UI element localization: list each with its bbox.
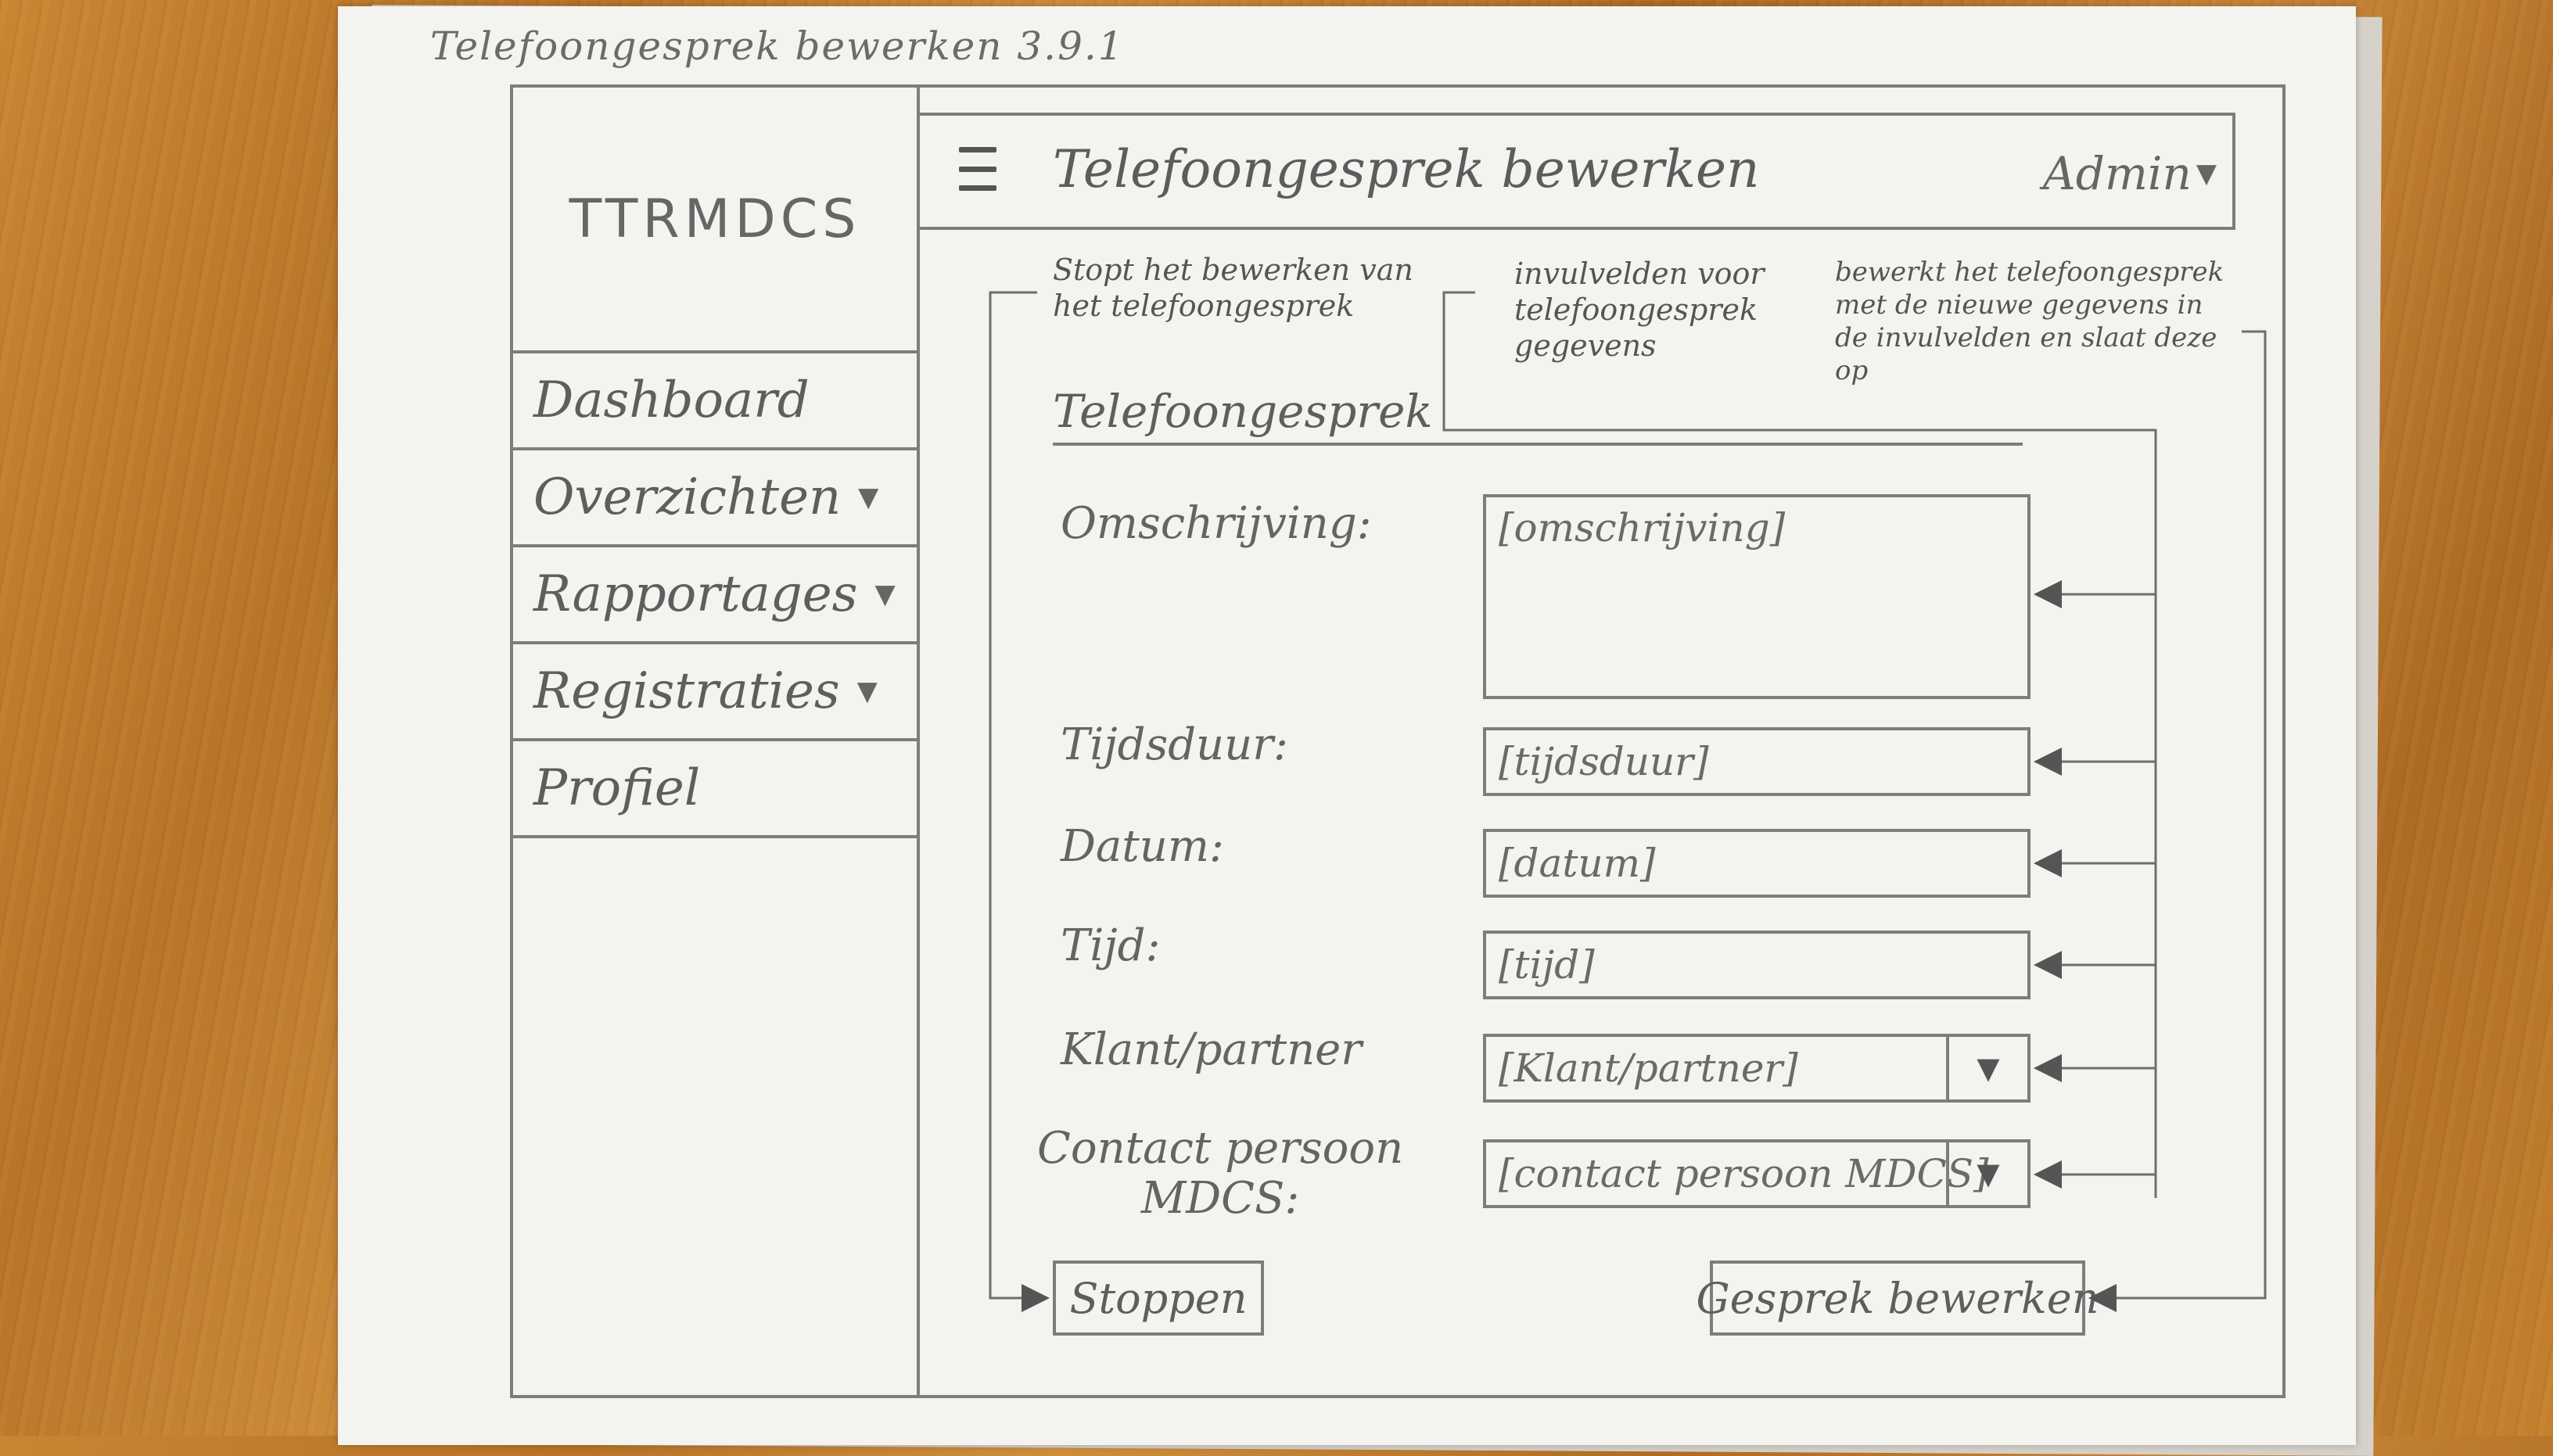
main-content: Telefoongesprek bewerken Admin ▼ Stopt h…: [920, 88, 2282, 1395]
stop-button[interactable]: Stoppen: [1053, 1261, 1264, 1336]
sidebar-item-label: Overzichten: [533, 468, 842, 526]
connector-stop: [989, 291, 1050, 1312]
select-value: [contact persoon MDCS]: [1499, 1151, 1989, 1196]
chevron-down-icon: ▼: [2196, 158, 2217, 189]
sidebar-item-registraties[interactable]: Registraties ▼: [513, 644, 917, 741]
field-label-line: Contact persoon: [1037, 1123, 1404, 1174]
app-logo: TTRMDCS: [513, 88, 917, 353]
top-bar: Telefoongesprek bewerken Admin ▼: [920, 113, 2235, 230]
field-label-line: MDCS:: [1140, 1173, 1300, 1224]
chevron-down-icon[interactable]: ▼: [1946, 1142, 2027, 1205]
annotation-stop: Stopt het bewerken van het telefoongespr…: [1053, 253, 1413, 323]
field-label-datum: Datum:: [1061, 821, 1224, 872]
sidebar-item-profiel[interactable]: Profiel: [513, 741, 917, 838]
tijd-field[interactable]: [tijd]: [1483, 931, 2031, 999]
connector-save: [2088, 330, 2267, 1312]
omschrijving-field[interactable]: [omschrijving]: [1483, 494, 2031, 699]
sketch-label: Telefoongesprek bewerken 3.9.1: [430, 23, 1125, 69]
annotation-fields: invulvelden voor telefoongesprek gegeven…: [1514, 256, 1765, 363]
sidebar-item-label: Dashboard: [533, 371, 810, 429]
field-label-tijd: Tijd:: [1061, 920, 1161, 971]
chevron-down-icon: ▼: [874, 579, 896, 610]
field-label-omschrijving: Omschrijving:: [1061, 498, 1372, 549]
sidebar: TTRMDCS Dashboard Overzichten ▼ Rapporta…: [513, 88, 920, 1395]
user-menu[interactable]: Admin ▼: [2043, 147, 2217, 200]
page-title: Telefoongesprek bewerken: [1053, 139, 1760, 199]
chevron-down-icon[interactable]: ▼: [1946, 1037, 2027, 1099]
user-name: Admin: [2042, 147, 2192, 200]
chevron-down-icon: ▼: [856, 676, 878, 707]
klant-partner-select[interactable]: [Klant/partner] ▼: [1483, 1034, 2031, 1103]
annotation-save: bewerkt het telefoongesprek met de nieuw…: [1835, 256, 2224, 386]
field-label-klant-partner: Klant/partner: [1061, 1024, 1363, 1075]
datum-field[interactable]: [datum]: [1483, 829, 2031, 898]
sidebar-item-label: Registraties: [533, 662, 840, 720]
chevron-down-icon: ▼: [858, 482, 879, 513]
hamburger-icon[interactable]: [959, 147, 996, 191]
sidebar-item-label: Rapportages: [533, 565, 858, 623]
connector-fields: [1442, 291, 2157, 1198]
app-window: TTRMDCS Dashboard Overzichten ▼ Rapporta…: [510, 84, 2285, 1398]
sidebar-item-label: Profiel: [533, 759, 701, 817]
sidebar-item-rapportages[interactable]: Rapportages ▼: [513, 547, 917, 644]
edit-call-button[interactable]: Gesprek bewerken: [1697, 1261, 2099, 1336]
wireframe-paper: Telefoongesprek bewerken 3.9.1 TTRMDCS D…: [338, 6, 2356, 1445]
sidebar-item-overzichten[interactable]: Overzichten ▼: [513, 450, 917, 547]
field-label-contact-persoon: Contact persoon MDCS:: [1037, 1124, 1403, 1224]
sidebar-item-dashboard[interactable]: Dashboard: [513, 353, 917, 450]
field-label-tijdsduur: Tijdsduur:: [1061, 719, 1288, 770]
section-title: Telefoongesprek: [1053, 385, 2023, 446]
annotation-connectors: [989, 291, 2267, 1312]
select-value: [Klant/partner]: [1499, 1045, 1798, 1091]
tijdsduur-field[interactable]: [tijdsduur]: [1483, 727, 2031, 796]
contact-persoon-select[interactable]: [contact persoon MDCS] ▼: [1483, 1139, 2031, 1208]
